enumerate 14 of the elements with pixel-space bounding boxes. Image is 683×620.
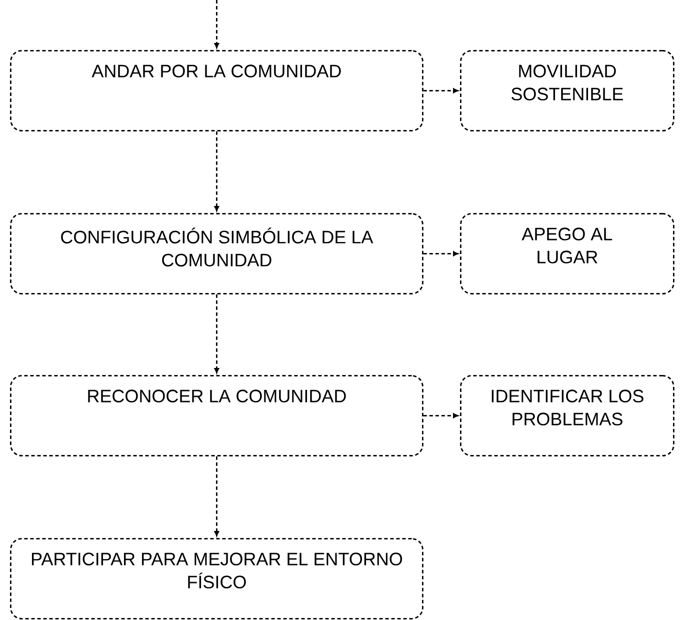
process-box: APEGO AL LUGAR: [460, 213, 674, 294]
arrow: [423, 413, 458, 418]
arrow: [423, 251, 458, 256]
process-box: PARTICIPAR PARA MEJORAR EL ENTORNO FÍSICO: [10, 538, 424, 620]
arrow: [214, 131, 220, 212]
arrow: [214, 0, 220, 48]
arrow: [423, 88, 458, 94]
arrow: [214, 294, 220, 374]
arrow: [214, 456, 220, 536]
process-box: RECONOCER LA COMUNIDAD: [10, 375, 424, 456]
process-box: IDENTIFICAR LOS PROBLEMAS: [460, 375, 674, 456]
process-box: CONFIGURACIÓN SIMBÓLICA DE LA COMUNIDAD: [10, 213, 424, 294]
process-box: ANDAR POR LA COMUNIDAD: [10, 50, 424, 132]
process-box: MOVILIDAD SOSTENIBLE: [460, 50, 674, 132]
